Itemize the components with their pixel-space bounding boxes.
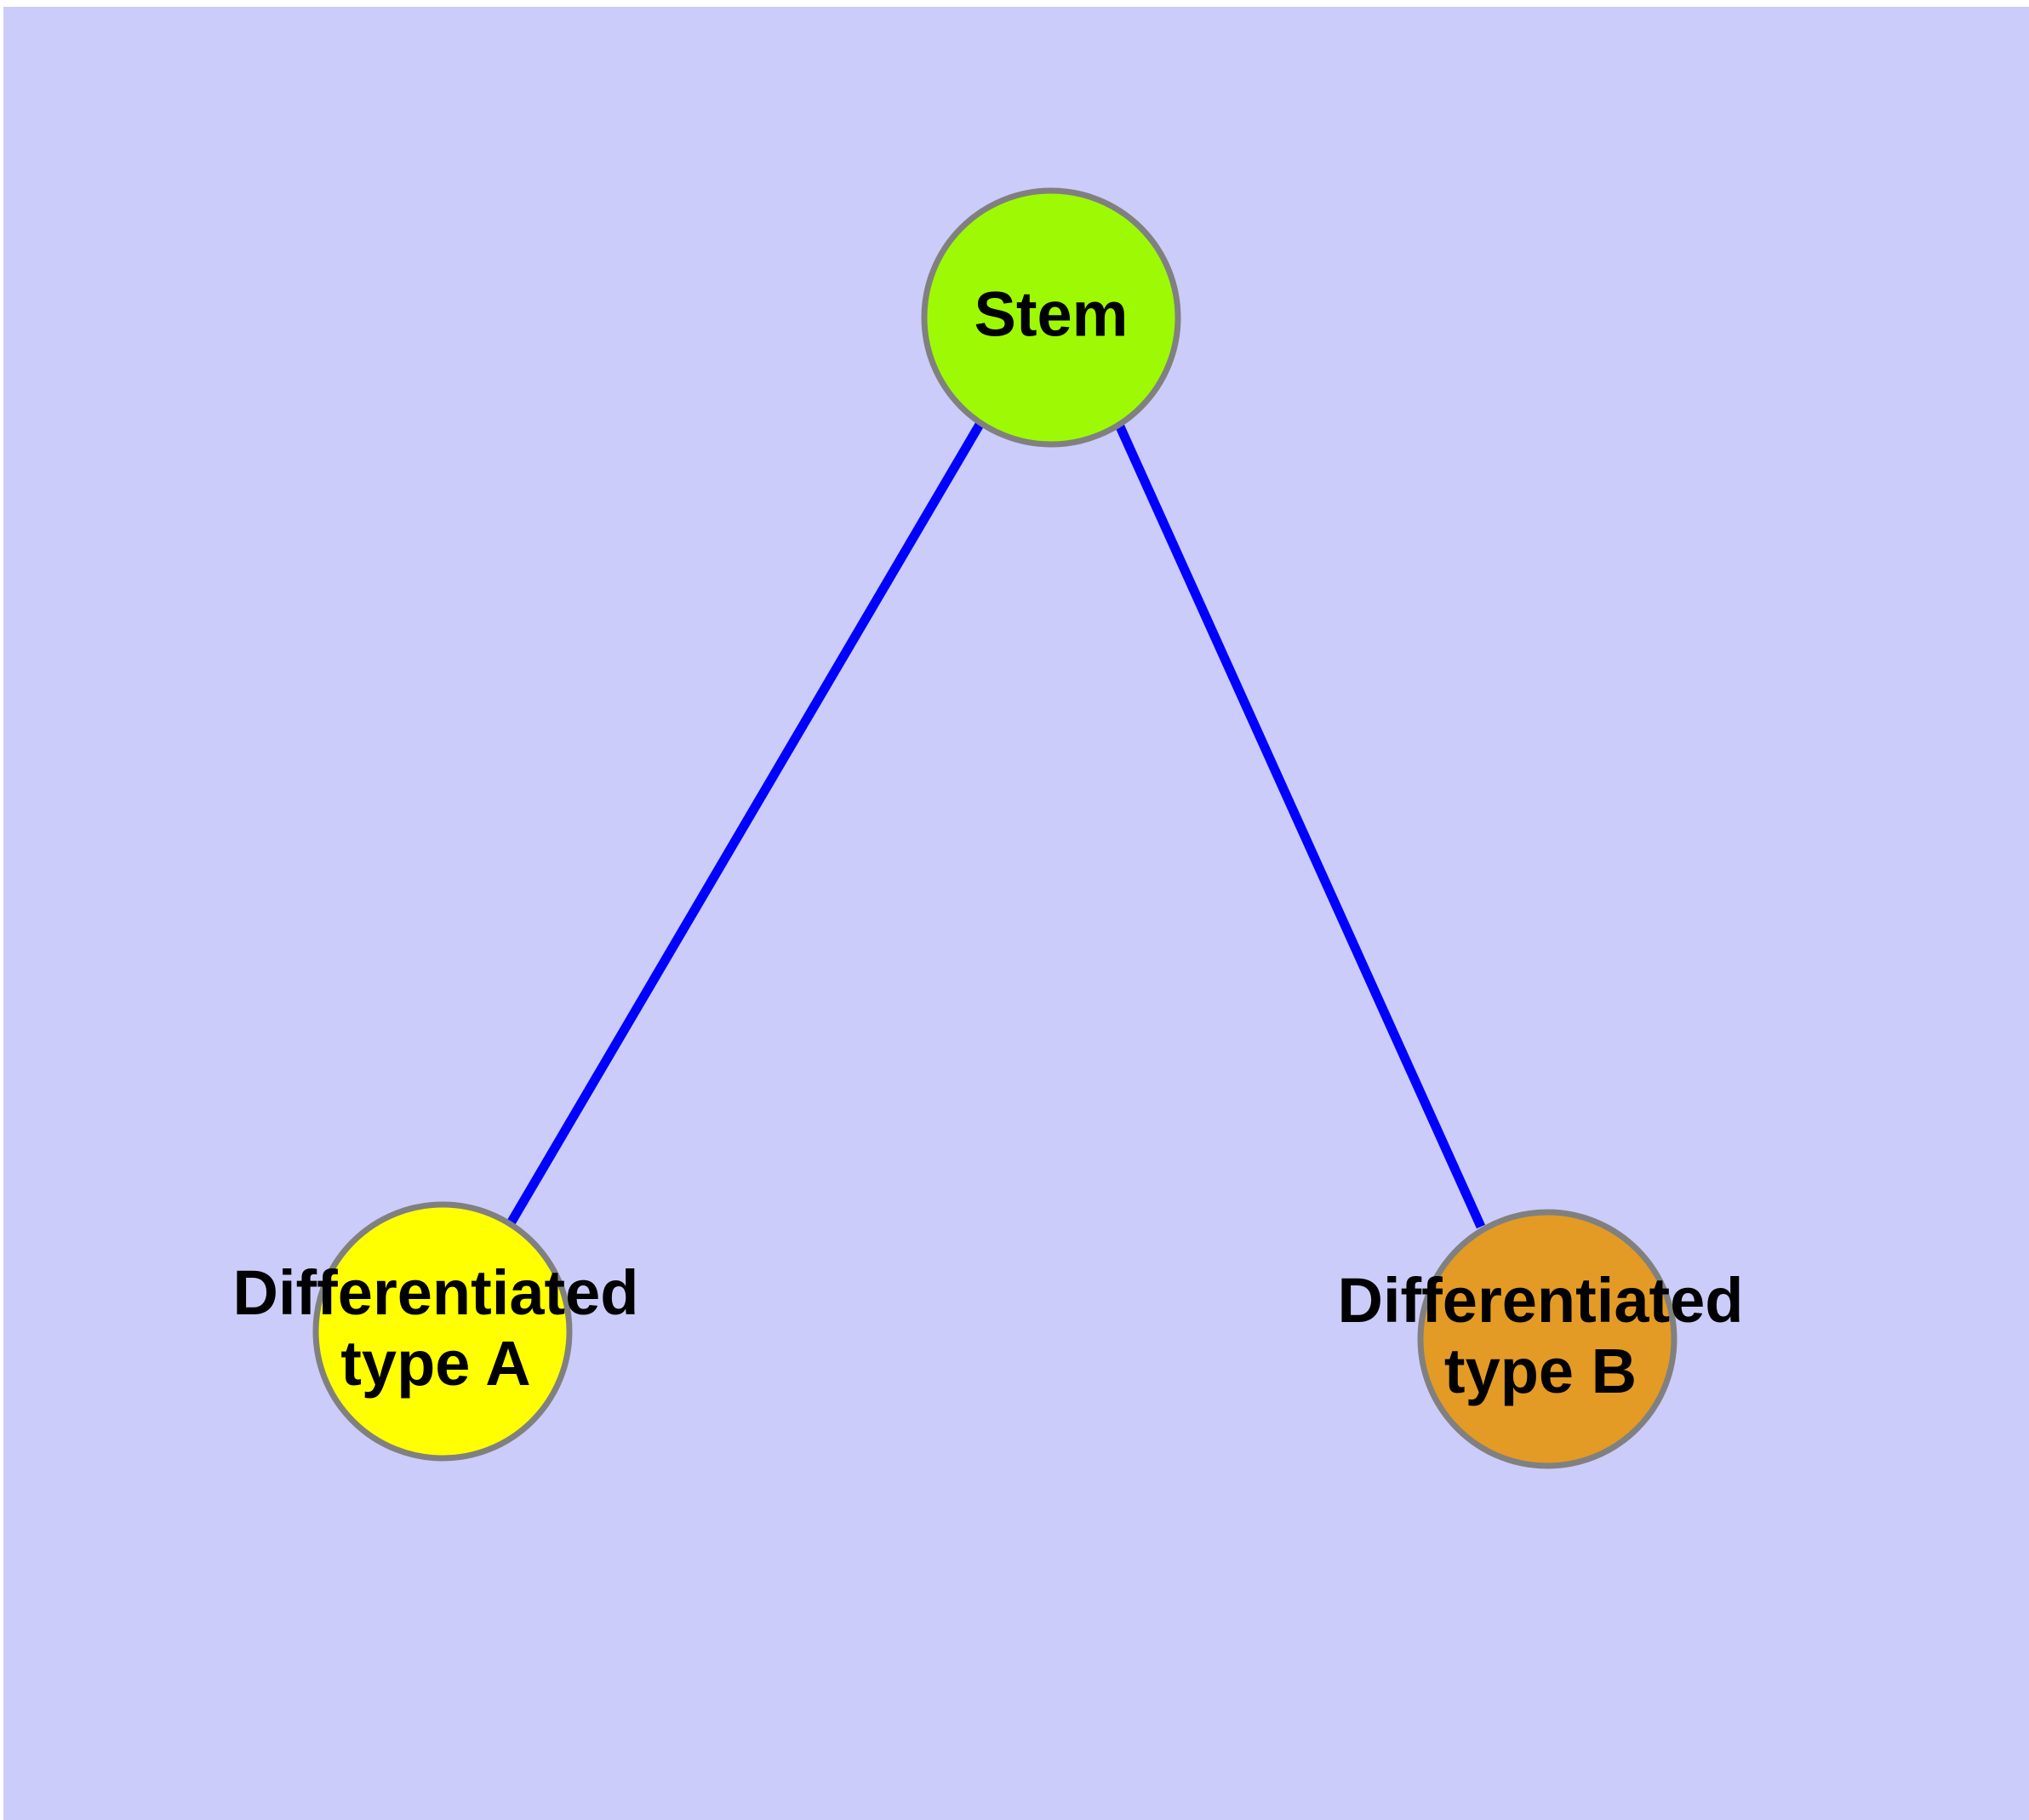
node-stem-label-line1: Stem — [974, 279, 1129, 350]
edges-layer — [506, 421, 1486, 1229]
node-diff-a-circle[interactable] — [312, 1201, 573, 1462]
node-diff-a-label-line1: Differentiated — [233, 1257, 639, 1328]
labels-layer: Stem Differentiated type A Differentiate… — [233, 279, 1744, 1406]
node-diff-a-label: Differentiated type A — [233, 1257, 639, 1399]
node-stem[interactable] — [921, 187, 1181, 448]
node-stem-circle[interactable] — [921, 187, 1181, 448]
edge-stem-to-diff-a — [506, 421, 985, 1226]
node-diff-b-label-line2: type B — [1444, 1336, 1637, 1406]
node-diff-b[interactable] — [1417, 1209, 1677, 1469]
node-diff-b-label-line1: Differentiated — [1338, 1265, 1744, 1336]
node-diff-b-circle[interactable] — [1417, 1209, 1677, 1469]
node-diff-a-label-line2: type A — [340, 1328, 530, 1399]
node-stem-label: Stem — [974, 279, 1129, 350]
node-diff-a[interactable] — [312, 1201, 573, 1462]
nodes-layer — [312, 187, 1677, 1469]
node-diff-b-label: Differentiated type B — [1338, 1265, 1744, 1406]
edge-stem-to-diff-b — [1114, 422, 1486, 1229]
